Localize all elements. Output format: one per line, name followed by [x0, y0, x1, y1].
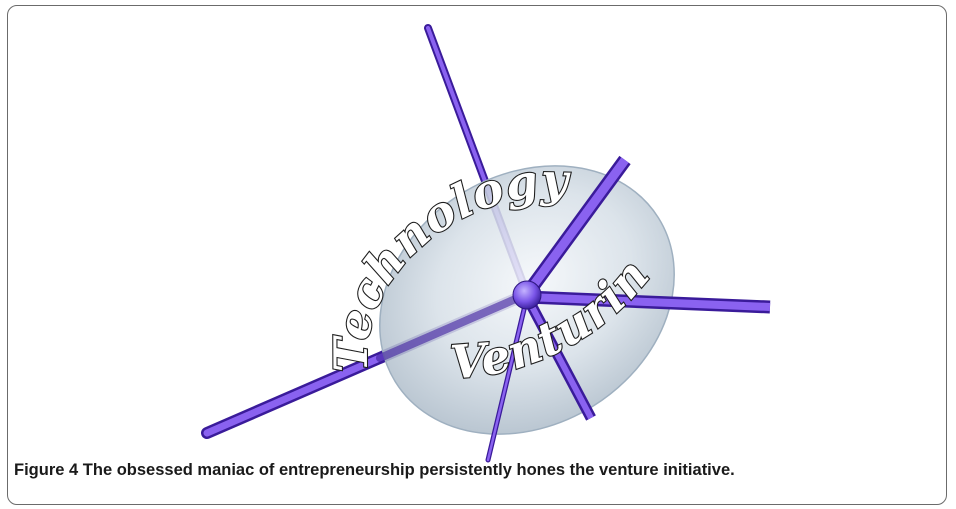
- rods-front: [376, 155, 771, 463]
- caption-text: The obsessed maniac of entrepreneurship …: [82, 461, 735, 479]
- caption-label: Figure 4: [14, 461, 79, 479]
- rod-lower-left-front: [376, 290, 531, 362]
- figure-caption: Figure 4 The obsessed maniac of entrepre…: [14, 461, 735, 480]
- hub: [512, 280, 542, 310]
